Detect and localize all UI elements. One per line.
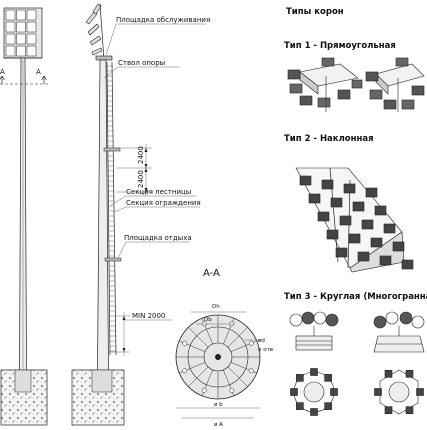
rest-platform-1 xyxy=(103,147,121,152)
dim-n-holes: n отв xyxy=(258,347,273,353)
crown-type1-view-b xyxy=(365,57,425,112)
crown-type3-side-b xyxy=(373,311,425,353)
label-fence-section: Секция ограждения xyxy=(126,199,201,207)
dim-db: Db xyxy=(204,317,212,323)
label-ladder-section: Секция лестницы xyxy=(126,188,191,196)
section-aa: A-A Dh Db ø b ø A ød n отв xyxy=(175,268,273,428)
right-pole-crown xyxy=(85,3,105,61)
crown-types-title: Типы корон xyxy=(286,7,344,17)
label-service-platform: Площадка обслуживания xyxy=(116,16,210,24)
crown-type3-title: Тип 3 - Круглая (Многогранная) xyxy=(284,292,427,302)
ladder-cage xyxy=(106,61,117,356)
dim-2400-lower: 2400 xyxy=(137,170,145,188)
dim-b: ø b xyxy=(214,402,223,408)
crown-types: Типы корон Тип 1 - Прямоугольная Тип 2 -… xyxy=(284,7,427,416)
crown-type2-title: Тип 2 - Наклонная xyxy=(284,134,374,144)
section-mark-right: A xyxy=(36,68,41,76)
right-pole xyxy=(71,3,125,426)
label-min-2000: MIN 2000 xyxy=(132,312,165,320)
section-mark-left: A xyxy=(0,68,5,76)
label-pole-shaft: Ствол опоры xyxy=(118,59,165,67)
crown-type1-view-a xyxy=(287,57,363,112)
left-pole-floodlight-head xyxy=(3,7,43,59)
crown-type2 xyxy=(295,167,414,273)
dim-d: ød xyxy=(258,338,265,344)
pole-callouts: Площадка обслуживания Ствол опоры Секция… xyxy=(103,16,210,356)
left-pole: A A xyxy=(0,7,48,426)
rest-platform-2 xyxy=(104,257,122,262)
crown-type3-side-a xyxy=(289,311,339,351)
crown-type3-top-b xyxy=(374,369,424,415)
service-platform xyxy=(95,55,113,61)
crown-type1-title: Тип 1 - Прямоугольная xyxy=(284,41,396,51)
section-aa-title: A-A xyxy=(203,268,220,279)
dim-2400-upper: 2400 xyxy=(137,146,145,164)
dim-dh: Dh xyxy=(212,304,220,310)
crown-type3-top-a xyxy=(290,368,338,416)
right-pole-shaft xyxy=(97,59,109,373)
dim-a: ø A xyxy=(214,422,223,428)
label-rest-platform: Площадка отдыха xyxy=(124,234,192,242)
